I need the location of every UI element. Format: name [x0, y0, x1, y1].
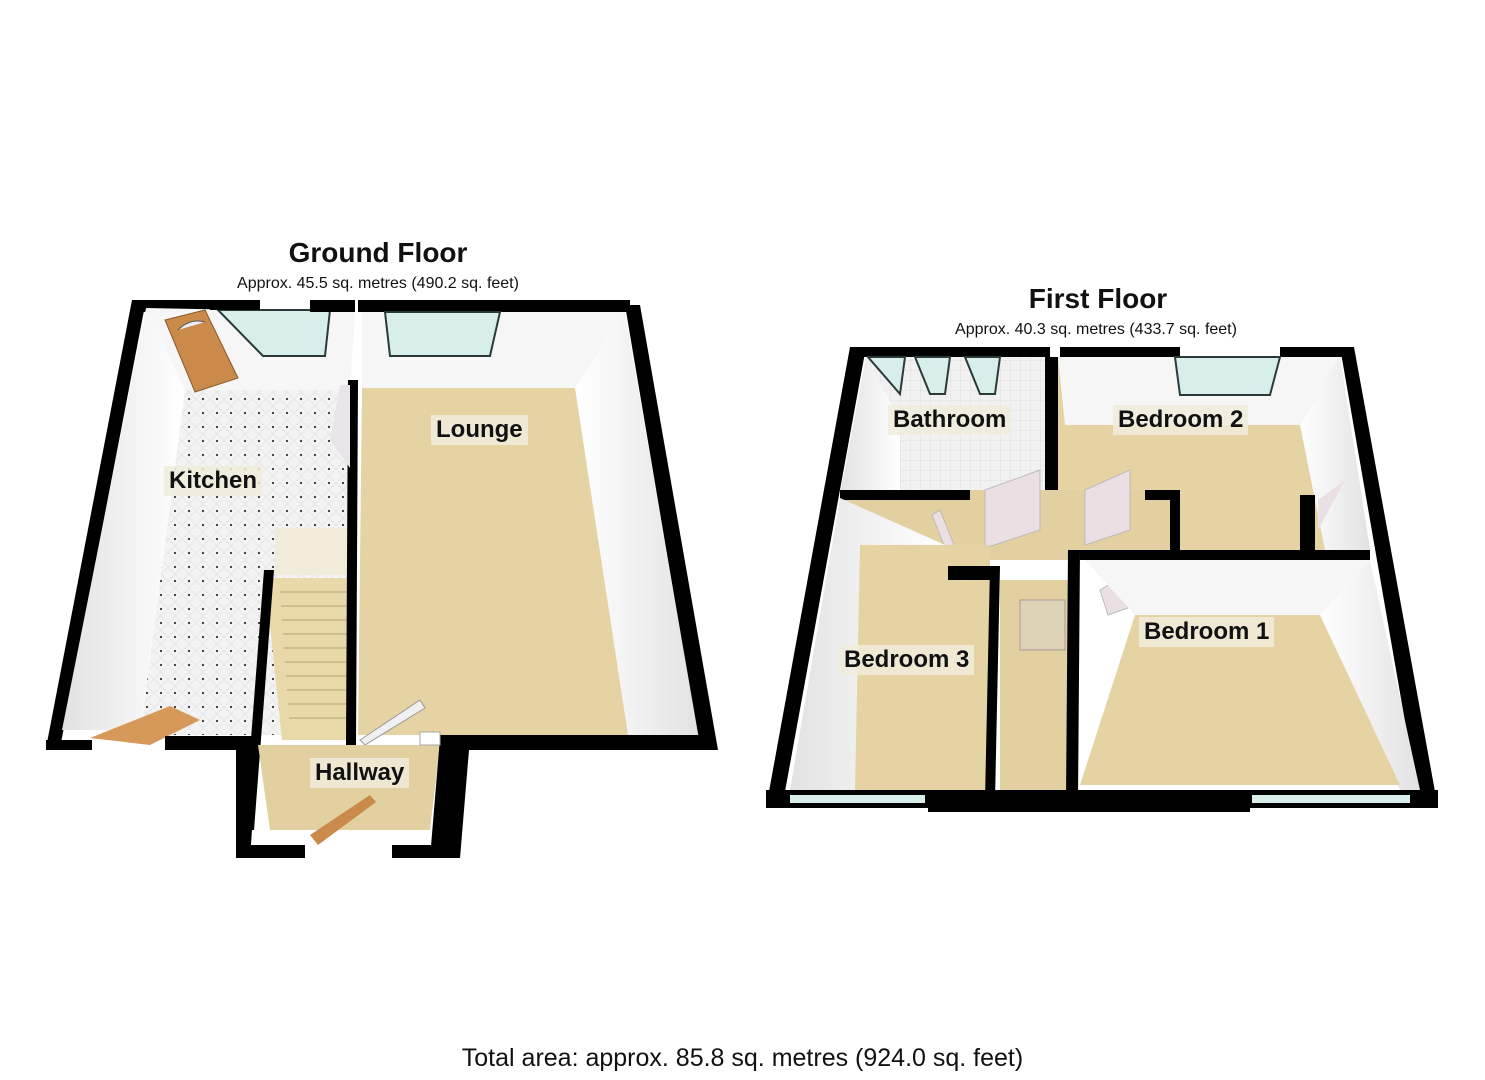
stair-top: [1019, 599, 1066, 651]
kitchen-lounge-door: [330, 385, 350, 468]
front-door: [310, 795, 376, 845]
room-label-lounge: Lounge: [431, 415, 528, 445]
lounge-floor: [358, 388, 628, 735]
ground-floor-title: Ground Floor: [288, 237, 468, 268]
room-label-bedroom-3: Bedroom 3: [839, 645, 975, 675]
bathroom-window-2: [913, 356, 952, 395]
bedroom-1-window: [1252, 795, 1410, 803]
first-floor-plan: [766, 347, 1438, 812]
cupboard-door: [1318, 480, 1345, 530]
kitchen-window: [215, 309, 332, 357]
room-label-bedroom-2: Bedroom 2: [1113, 405, 1249, 435]
lounge-door: [359, 699, 426, 746]
ground-floor-plan: [46, 300, 718, 858]
bedroom-2-window: [1173, 356, 1282, 396]
kitchen-side-door: [90, 706, 200, 745]
kitchen-back-door: [164, 309, 239, 393]
room-label-bathroom: Bathroom: [888, 405, 1012, 435]
first-floor-area: Approx. 40.3 sq. metres (433.7 sq. feet): [955, 321, 1237, 338]
bedroom-2-door: [1084, 469, 1131, 546]
ground-floor-area: Approx. 45.5 sq. metres (490.2 sq. feet): [237, 275, 519, 292]
room-label-bedroom-1: Bedroom 1: [1139, 617, 1275, 647]
total-area: Total area: approx. 85.8 sq. metres (924…: [461, 1044, 1024, 1072]
first-floor-title: First Floor: [1028, 283, 1168, 314]
bathroom-window-1: [865, 356, 907, 397]
room-label-kitchen: Kitchen: [164, 466, 263, 496]
bathroom-window-3: [963, 356, 1002, 395]
room-label-hallway: Hallway: [310, 758, 410, 788]
lounge-window: [383, 311, 502, 357]
bedroom-1-floor: [1080, 615, 1400, 785]
bedroom-3-window: [790, 795, 925, 803]
bathroom-door: [984, 469, 1041, 549]
